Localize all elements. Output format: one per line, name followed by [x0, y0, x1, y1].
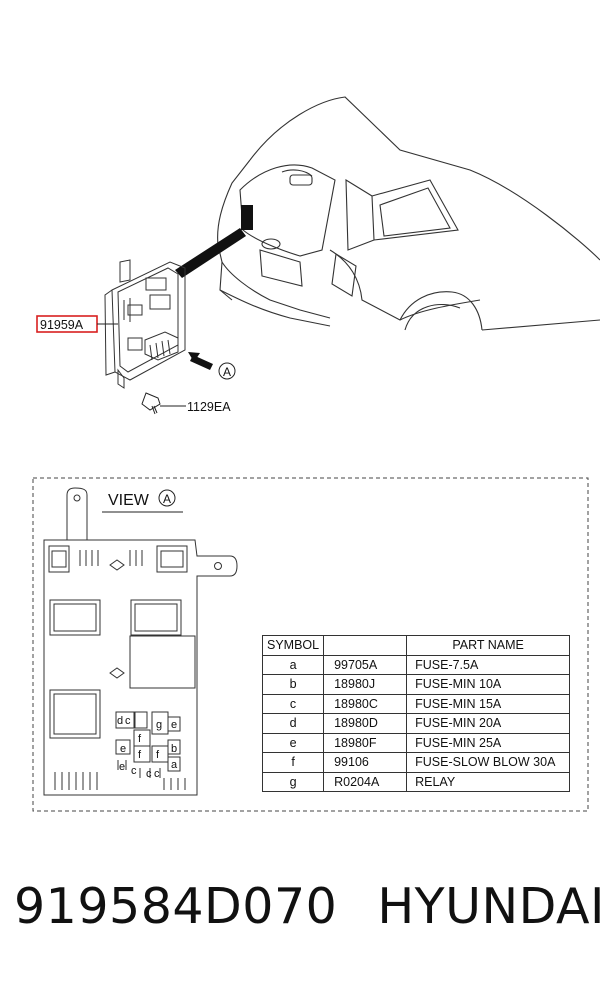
table-row: b 18980J FUSE-MIN 10A — [261, 674, 571, 695]
footer-part-number: 919584D070 — [14, 878, 338, 935]
view-title-marker-circle — [158, 489, 176, 507]
junction-box-isometric — [104, 259, 186, 389]
view-frame — [32, 477, 589, 812]
header-part-name: PART NAME — [406, 635, 571, 656]
view-marker-label: A — [223, 365, 231, 379]
cell-part-name: FUSE-MIN 20A — [406, 713, 571, 734]
cell-part-no[interactable]: R0204A — [323, 771, 408, 792]
fuse-letter-e: e — [171, 719, 177, 731]
cell-part-no[interactable]: 99705A — [323, 654, 408, 675]
fuse-letter-e-3: e — [119, 761, 125, 773]
table-header-row: SYMBOL PART NAME — [261, 635, 571, 656]
fuse-letter-f-1: f — [138, 733, 142, 745]
fuse-letter-f-3: f — [156, 749, 160, 761]
cell-part-no[interactable]: 18980F — [323, 732, 408, 753]
table-row: d 18980D FUSE-MIN 20A — [261, 713, 571, 734]
footer: 919584D070 HYUNDAI — [14, 878, 600, 935]
fuse-letter-b: b — [171, 743, 177, 755]
cell-part-no[interactable]: 99106 — [323, 752, 408, 773]
cell-part-name: FUSE-MIN 25A — [406, 732, 571, 753]
cell-part-name: FUSE-7.5A — [406, 654, 571, 675]
cell-part-no[interactable]: 18980J — [323, 674, 408, 695]
cell-part-name: RELAY — [406, 771, 571, 792]
fuse-letter-f-2: f — [138, 749, 142, 761]
fuse-letter-c-4: c — [154, 768, 160, 780]
bolt-icon — [141, 392, 161, 415]
location-pointer — [175, 228, 246, 278]
footer-brand: HYUNDAI — [377, 878, 600, 935]
part-label[interactable]: 91959A — [40, 318, 84, 332]
view-title-marker: A — [163, 492, 171, 506]
header-symbol: SYMBOL — [261, 635, 325, 656]
view-title: VIEW — [108, 492, 150, 509]
bolt-label[interactable]: 1129EA — [187, 400, 231, 414]
table-row: e 18980F FUSE-MIN 25A — [261, 732, 571, 753]
view-marker-circle — [218, 362, 236, 380]
parts-table: SYMBOL PART NAME a 99705A FUSE-7.5A b 18… — [261, 635, 571, 792]
fuse-letter-c: c — [125, 715, 131, 727]
cell-symbol: c — [261, 693, 325, 714]
vehicle-outline — [217, 96, 600, 331]
mount-location — [241, 205, 253, 230]
table-row: a 99705A FUSE-7.5A — [261, 654, 571, 675]
cell-part-name: FUSE-SLOW BLOW 30A — [406, 752, 571, 773]
relay-letters: d c g e f e f f b a e c c c — [117, 715, 178, 780]
cell-symbol: d — [261, 713, 325, 734]
cell-symbol: g — [261, 771, 325, 792]
fuse-letter-d: d — [117, 715, 123, 727]
fuse-letter-e-2: e — [120, 743, 126, 755]
relay-letter-g: g — [156, 719, 162, 731]
cell-part-name: FUSE-MIN 15A — [406, 693, 571, 714]
header-part-no — [323, 635, 408, 656]
table-row: g R0204A RELAY — [261, 771, 571, 792]
cell-part-no[interactable]: 18980D — [323, 713, 408, 734]
cell-part-name: FUSE-MIN 10A — [406, 674, 571, 695]
junction-box-front — [43, 487, 238, 796]
cell-part-no[interactable]: 18980C — [323, 693, 408, 714]
cell-symbol: e — [261, 732, 325, 753]
fuse-letter-c-3: c — [146, 768, 152, 780]
cell-symbol: a — [261, 654, 325, 675]
cell-symbol: b — [261, 674, 325, 695]
fuse-letter-c-2: c — [131, 765, 137, 777]
cell-symbol: f — [261, 752, 325, 773]
table-row: f 99106 FUSE-SLOW BLOW 30A — [261, 752, 571, 773]
table-row: c 18980C FUSE-MIN 15A — [261, 693, 571, 714]
fuse-letter-a: a — [171, 759, 178, 771]
